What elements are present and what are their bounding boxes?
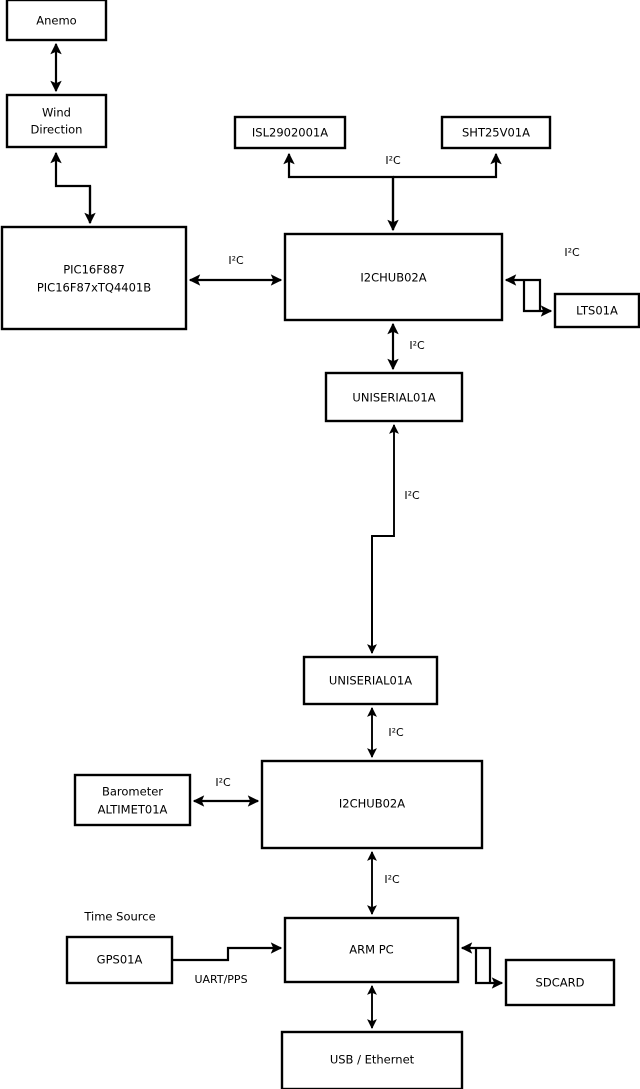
edge-label-i2chub-lts: I²C (564, 246, 580, 259)
block-barometer-label-line2: ALTIMET01A (98, 803, 168, 817)
connector-lts-i2chub-in (504, 274, 542, 311)
connector-uniserial-link-up (371, 424, 399, 653)
block-uniserial01a-top-label: UNISERIAL01A (352, 391, 435, 405)
connector-armpc-sdcard-out (474, 948, 504, 989)
block-uniserial01a-bottom[interactable]: UNISERIAL01A (302, 655, 439, 706)
connectors (50, 42, 553, 1029)
block-barometer[interactable]: Barometer ALTIMET01A (73, 773, 192, 827)
label-time-source: Time Source (83, 910, 155, 924)
block-sht25v01a[interactable]: SHT25V01A (440, 115, 552, 150)
block-barometer-label-line1: Barometer (102, 785, 163, 799)
block-usb-ethernet-label: USB / Ethernet (330, 1053, 415, 1067)
block-arm-pc[interactable]: ARM PC (283, 916, 460, 984)
block-sdcard[interactable]: SDCARD (504, 958, 616, 1007)
block-pic-label-line1: PIC16F887 (63, 263, 125, 277)
block-anemo-label: Anemo (36, 14, 76, 28)
block-arm-pc-label: ARM PC (349, 943, 393, 957)
edge-label-pic-i2chub: I²C (228, 254, 244, 267)
block-wind-direction-label-line2: Direction (31, 123, 83, 137)
block-wind-direction[interactable]: Wind Direction (5, 93, 108, 149)
connector-sensorbus-sht (393, 152, 502, 179)
edge-label-i2chub-uniserial: I²C (409, 339, 425, 352)
block-i2chub02a-top-label: I2CHUB02A (360, 271, 426, 285)
block-sdcard-label: SDCARD (536, 976, 585, 990)
block-pic-microcontroller[interactable]: PIC16F887 PIC16F87xTQ4401B (0, 225, 188, 331)
edge-label-uniserial-i2chub-bottom: I²C (388, 726, 404, 739)
block-lts01a[interactable]: LTS01A (553, 292, 640, 329)
block-anemo[interactable]: Anemo (5, 0, 108, 42)
block-i2chub02a-bottom-label: I2CHUB02A (339, 797, 405, 811)
block-pic-label-line2: PIC16F87xTQ4401B (37, 281, 151, 295)
block-uniserial01a-top[interactable]: UNISERIAL01A (324, 371, 464, 423)
connector-gps-armpc (172, 942, 283, 962)
block-wind-direction-label-line1: Wind (42, 106, 71, 120)
connector-i2chub-lts-out (522, 280, 553, 317)
edge-label-i2chub-armpc: I²C (384, 873, 400, 886)
block-i2chub02a-bottom[interactable]: I2CHUB02A (260, 759, 484, 850)
edge-label-barometer-i2chub: I²C (215, 776, 231, 789)
connector-sdcard-armpc-in (460, 942, 492, 983)
block-uniserial01a-bottom-label: UNISERIAL01A (329, 674, 412, 688)
block-gps01a-label: GPS01A (97, 953, 143, 967)
edge-label-gps-armpc: UART/PPS (194, 973, 247, 986)
edge-label-uniserial-link: I²C (404, 489, 420, 502)
edge-label-sensor-bus: I²C (385, 154, 401, 167)
block-gps01a[interactable]: GPS01A (65, 935, 174, 985)
block-isl2902001a[interactable]: ISL2902001A (233, 115, 347, 150)
block-sht25v01a-label: SHT25V01A (462, 126, 530, 140)
labels: Time Source I²C I²C I²C I²C I²C I²C I²C … (83, 154, 580, 986)
block-usb-ethernet[interactable]: USB / Ethernet (280, 1030, 464, 1089)
block-isl2902001a-label: ISL2902001A (252, 126, 328, 140)
connector-i2chub-sensorbus (283, 152, 395, 230)
connector-pic-winddirection-up (50, 151, 92, 223)
block-i2chub02a-top[interactable]: I2CHUB02A (283, 232, 504, 322)
block-lts01a-label: LTS01A (576, 304, 618, 318)
